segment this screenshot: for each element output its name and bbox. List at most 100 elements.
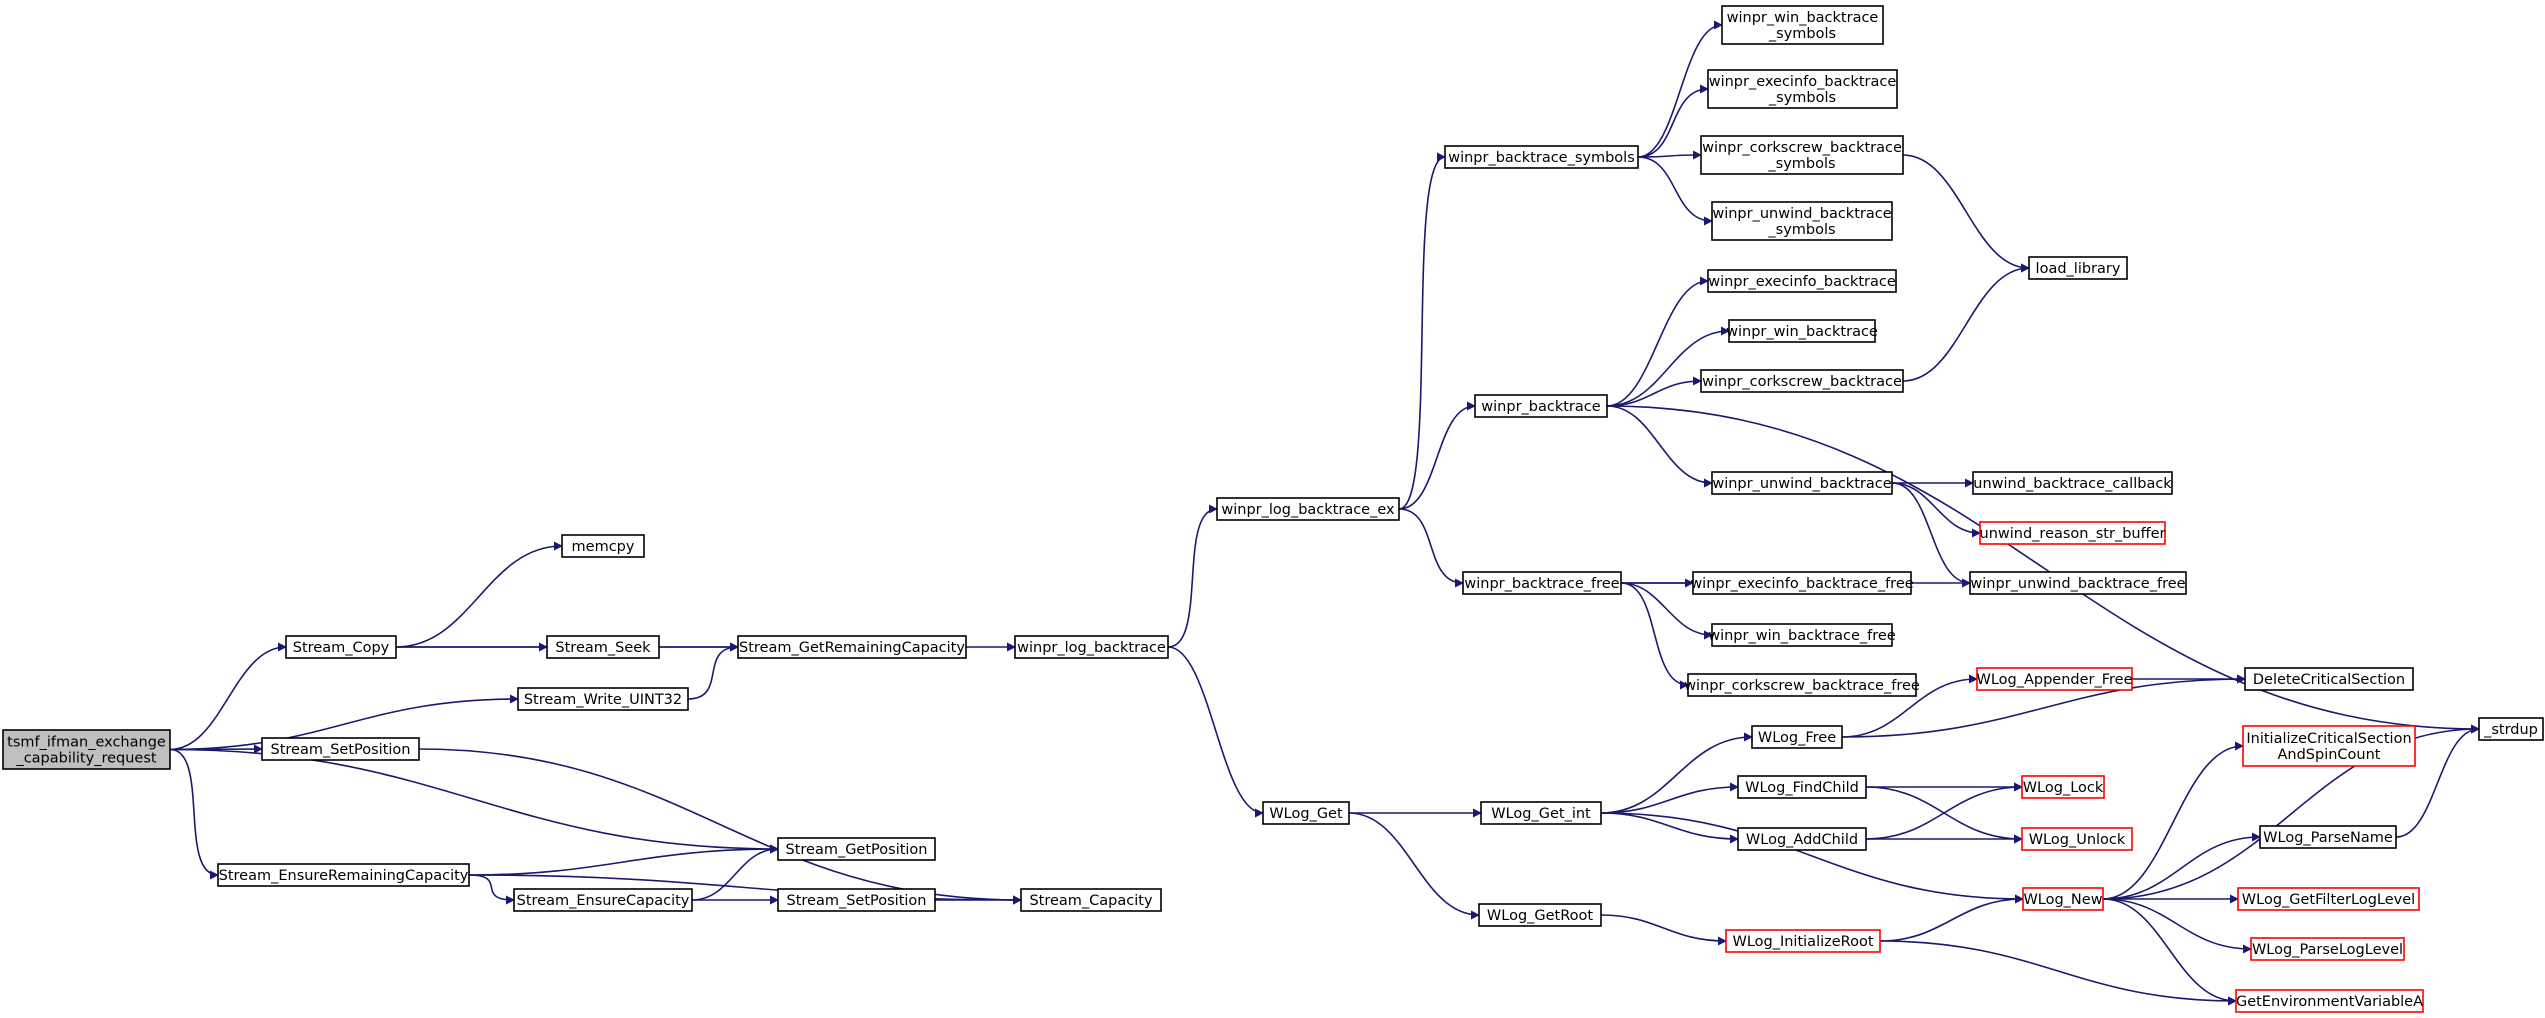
call-edge — [169, 748, 779, 854]
node-stream-copy[interactable]: Stream_Copy — [285, 635, 397, 659]
node-winpr-execinfo-backtrace[interactable]: winpr_execinfo_backtrace — [1707, 269, 1897, 293]
node-label: WLog_InitializeRoot — [1732, 934, 1873, 950]
node-unwind-backtrace-callback[interactable]: unwind_backtrace_callback — [1972, 471, 2173, 495]
node-wlog-get-int[interactable]: WLog_Get_int — [1480, 801, 1602, 825]
call-edge — [1606, 405, 1713, 488]
node-label: Stream_GetPosition — [785, 842, 927, 858]
node-strdup[interactable]: _strdup — [2478, 717, 2544, 741]
node-winpr-corkscrew-backtrace[interactable]: winpr_corkscrew_backtrace — [1700, 369, 1904, 393]
node-winpr-corkscrew-backtrace-symbols[interactable]: winpr_corkscrew_backtrace_symbols — [1700, 135, 1904, 175]
node-root[interactable]: tsmf_ifman_exchange_capability_request — [2, 729, 171, 770]
node-winpr-log-backtrace[interactable]: winpr_log_backtrace — [1014, 635, 1169, 659]
node-wlog-free[interactable]: WLog_Free — [1751, 725, 1843, 749]
call-edge — [2102, 724, 2480, 900]
node-stream-setposition-1[interactable]: Stream_SetPosition — [261, 737, 420, 761]
node-winpr-corkscrew-backtrace-free[interactable]: winpr_corkscrew_backtrace_free — [1684, 673, 1920, 697]
node-memcpy[interactable]: memcpy — [561, 534, 645, 558]
node-label: Stream_EnsureCapacity — [517, 893, 690, 909]
edge-wlog-new-to-strdup — [2102, 724, 2480, 900]
node-winpr-unwind-backtrace[interactable]: winpr_unwind_backtrace — [1711, 471, 1893, 495]
node-label: winpr_win_backtrace — [1727, 10, 1879, 26]
node-box — [1711, 471, 1893, 495]
node-wlog-get[interactable]: WLog_Get — [1262, 801, 1350, 825]
node-stream-setposition-2[interactable]: Stream_SetPosition — [777, 888, 936, 912]
node-box — [1969, 571, 2187, 595]
node-wlog-addchild[interactable]: WLog_AddChild — [1737, 827, 1867, 851]
node-box — [1700, 369, 1904, 393]
node-box — [2028, 256, 2128, 280]
node-winpr-backtrace-free[interactable]: winpr_backtrace_free — [1462, 571, 1622, 595]
node-winpr-win-backtrace-symbols[interactable]: winpr_win_backtrace_symbols — [1721, 5, 1884, 45]
node-label: load_library — [2036, 261, 2121, 277]
call-edge — [1865, 782, 2023, 840]
node-winpr-win-backtrace-free[interactable]: winpr_win_backtrace_free — [1708, 623, 1896, 647]
node-box — [1462, 571, 1622, 595]
node-stream-getremainingcapacity[interactable]: Stream_GetRemainingCapacity — [737, 635, 967, 659]
edge-stream-ensureremainingcapacity-to-stream-getposition — [468, 844, 779, 876]
edge-wlog-new-to-getenvironmentvariablea — [2102, 898, 2237, 1006]
node-wlog-getfilterloglevel[interactable]: WLog_GetFilterLogLevel — [2237, 887, 2420, 911]
call-edge — [1902, 263, 2030, 382]
call-edge — [1637, 156, 1713, 226]
node-wlog-findchild[interactable]: WLog_FindChild — [1737, 775, 1867, 799]
node-load-library[interactable]: load_library — [2028, 256, 2128, 280]
node-stream-getposition[interactable]: Stream_GetPosition — [777, 837, 936, 861]
node-box — [1474, 394, 1608, 418]
node-box — [513, 888, 693, 912]
edge-winpr-corkscrew-backtrace-to-load-library — [1902, 263, 2030, 382]
node-winpr-log-backtrace-ex[interactable]: winpr_log_backtrace_ex — [1216, 497, 1400, 521]
node-winpr-backtrace-symbols[interactable]: winpr_backtrace_symbols — [1444, 145, 1639, 169]
node-stream-ensurecapacity[interactable]: Stream_EnsureCapacity — [513, 888, 693, 912]
node-wlog-appender-free[interactable]: WLog_Appender_Free — [1976, 667, 2133, 691]
node-winpr-execinfo-backtrace-symbols[interactable]: winpr_execinfo_backtrace_symbols — [1707, 69, 1898, 109]
edge-stream-write-uint32-to-stream-getremainingcapacity — [687, 642, 739, 700]
node-label: WLog_GetFilterLogLevel — [2242, 892, 2415, 908]
node-box — [2021, 827, 2133, 851]
edge-winpr-unwind-backtrace-to-unwind-reason-str-buffer — [1891, 482, 1981, 538]
node-wlog-initializeroot[interactable]: WLog_InitializeRoot — [1725, 929, 1881, 953]
node-winpr-execinfo-backtrace-free[interactable]: winpr_execinfo_backtrace_free — [1690, 571, 1914, 595]
edge-root-to-stream-copy — [169, 642, 287, 751]
call-edge — [395, 541, 563, 648]
node-box — [2250, 937, 2405, 961]
node-box — [2, 729, 171, 770]
node-stream-capacity[interactable]: Stream_Capacity — [1020, 888, 1162, 912]
node-winpr-unwind-backtrace-symbols[interactable]: winpr_unwind_backtrace_symbols — [1711, 201, 1893, 241]
node-stream-write-uint32[interactable]: Stream_Write_UINT32 — [517, 687, 689, 711]
call-edge — [468, 874, 515, 905]
call-edge — [1637, 150, 1702, 160]
node-wlog-parsename[interactable]: WLog_ParseName — [2259, 825, 2397, 849]
node-wlog-parseloglevel[interactable]: WLog_ParseLogLevel — [2250, 937, 2405, 961]
edge-wlog-getroot-to-wlog-initializeroot — [1600, 914, 1727, 946]
node-winpr-backtrace[interactable]: winpr_backtrace — [1474, 394, 1608, 418]
node-label: Stream_SetPosition — [787, 893, 927, 909]
node-stream-seek[interactable]: Stream_Seek — [546, 635, 660, 659]
call-edge — [169, 694, 519, 751]
node-box — [1014, 635, 1169, 659]
edge-wlog-get-int-to-wlog-findchild — [1600, 782, 1739, 814]
node-winpr-win-backtrace[interactable]: winpr_win_backtrace — [1726, 319, 1878, 343]
node-label: WLog_Unlock — [2029, 832, 2126, 848]
node-wlog-getroot[interactable]: WLog_GetRoot — [1478, 903, 1602, 927]
node-winpr-unwind-backtrace-free[interactable]: winpr_unwind_backtrace_free — [1969, 571, 2187, 595]
node-wlog-new[interactable]: WLog_New — [2022, 887, 2104, 911]
node-label: winpr_unwind_backtrace — [1712, 206, 1891, 222]
node-box — [1737, 775, 1867, 799]
node-wlog-unlock[interactable]: WLog_Unlock — [2021, 827, 2133, 851]
node-unwind-reason-str-buffer[interactable]: unwind_reason_str_buffer — [1979, 521, 2166, 545]
call-edge — [1398, 152, 1446, 510]
node-getenvironmentvariablea[interactable]: GetEnvironmentVariableA — [2235, 989, 2424, 1013]
node-box — [777, 837, 936, 861]
node-label: winpr_corkscrew_backtrace_free — [1684, 678, 1920, 694]
node-label: winpr_backtrace — [1481, 399, 1600, 415]
node-deletecriticalsection[interactable]: DeleteCriticalSection — [2244, 667, 2414, 691]
node-wlog-lock[interactable]: WLog_Lock — [2021, 775, 2105, 799]
node-stream-ensureremainingcapacity[interactable]: Stream_EnsureRemainingCapacity — [217, 863, 470, 887]
edge-wlog-free-to-wlog-appender-free — [1841, 674, 1978, 738]
node-label: _symbols — [1767, 222, 1835, 238]
call-edge — [1879, 940, 2237, 1006]
node-box — [1751, 725, 1843, 749]
call-edge — [1891, 482, 1971, 588]
node-box — [1687, 673, 1917, 697]
